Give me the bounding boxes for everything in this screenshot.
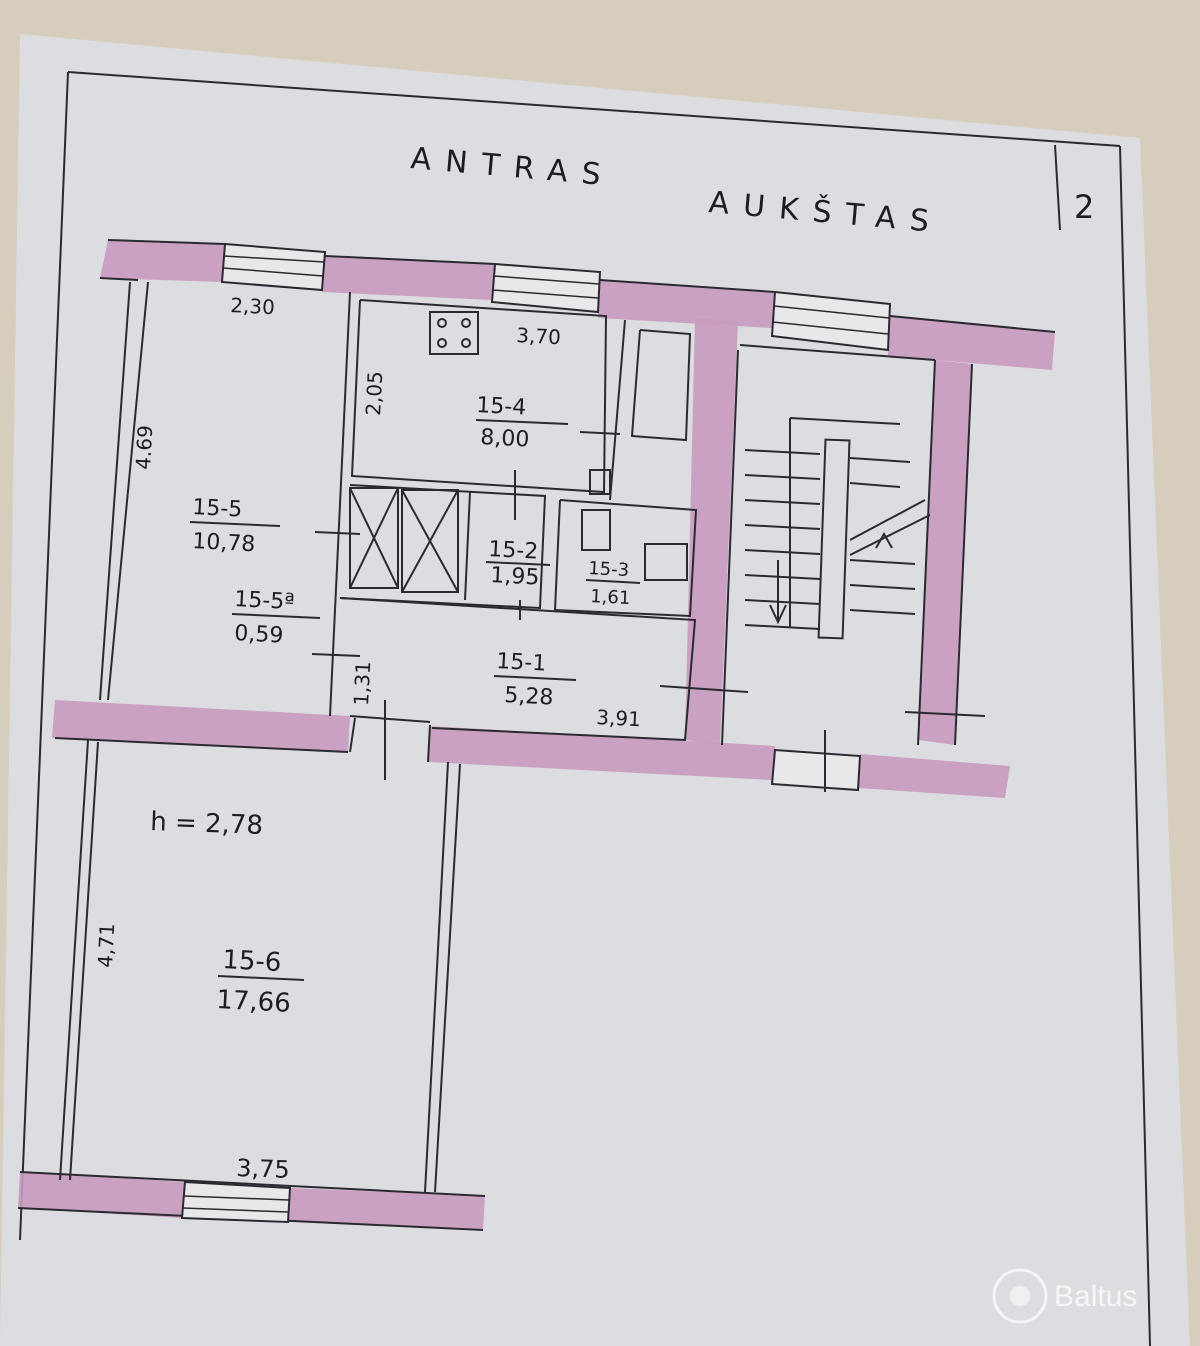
room-15-5-area: 10,78 (192, 529, 256, 557)
dim-1-31: 1,31 (349, 661, 375, 707)
dim-4-71: 4,71 (93, 923, 119, 969)
dim-3-75: 3,75 (236, 1154, 290, 1184)
room-15-4-area: 8,00 (480, 425, 530, 453)
watermark-brand: Baltus (1054, 1280, 1137, 1313)
room-15-3-id: 15-3 (588, 558, 630, 581)
room-15-5a-area: 0,59 (234, 621, 284, 649)
room-15-4-id: 15-4 (476, 393, 527, 421)
title-line1: ANTRAS (409, 141, 616, 194)
bathroom-fixtures (581, 469, 688, 581)
staircase (744, 417, 931, 640)
room-15-6-area: 17,66 (216, 985, 292, 1019)
walls (18, 240, 1055, 1230)
room-15-5-id: 15-5 (192, 495, 243, 523)
room-15-2-id: 15-2 (488, 537, 539, 565)
dim-3-91: 3,91 (596, 705, 642, 731)
stove-symbol (429, 311, 479, 355)
wardrobe-symbols (349, 487, 459, 593)
ceiling-height: h = 2,78 (150, 807, 264, 841)
room-15-1-area: 5,28 (504, 683, 554, 711)
sheet-number: 2 (1074, 188, 1094, 226)
wall-lines (17, 239, 1056, 1231)
dim-4-69: 4.69 (131, 425, 157, 471)
watermark-logo (992, 1268, 1048, 1324)
paper-sheet (0, 34, 1190, 1346)
dim-2-30: 2,30 (230, 293, 276, 319)
room-15-3-area: 1,61 (590, 586, 631, 609)
sheet-frame (19, 71, 1151, 1346)
windows (180, 242, 892, 1224)
room-15-5a-id: 15-5ª (234, 587, 296, 615)
dimension-ticks (311, 431, 986, 792)
dim-3-70: 3,70 (516, 323, 562, 349)
window-panes (182, 255, 890, 1213)
room-15-1-id: 15-1 (496, 649, 547, 677)
room-15-6-id: 15-6 (222, 945, 283, 978)
room-15-2-area: 1,95 (490, 563, 540, 591)
title-line2: AUKŠTAS (707, 183, 944, 240)
dim-2-05: 2,05 (361, 371, 387, 417)
